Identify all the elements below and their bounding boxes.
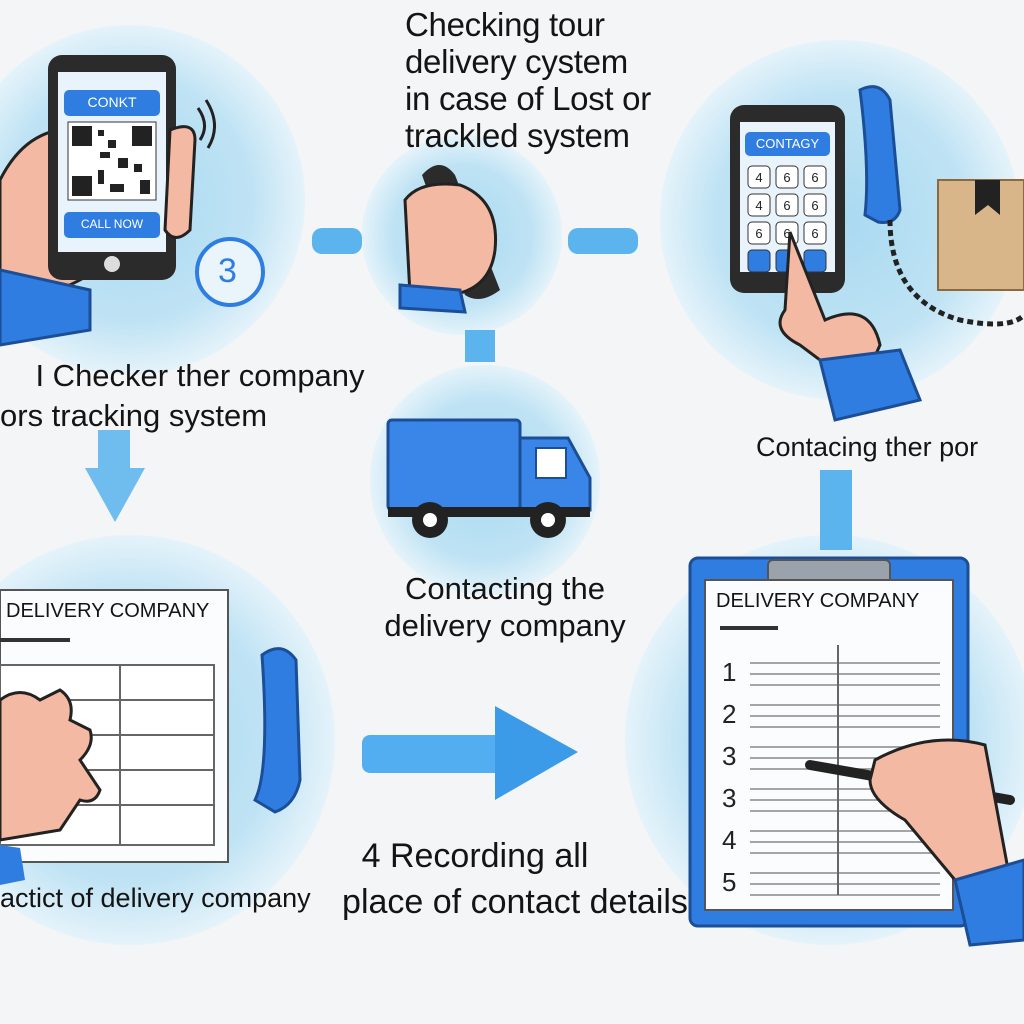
connector-center-down — [465, 330, 495, 362]
package-box-icon — [938, 180, 1024, 290]
keypad-key-label: 6 — [811, 226, 818, 241]
connector-left-top — [312, 228, 362, 254]
phone-left-header — [64, 90, 160, 116]
keypad-key-label: 6 — [811, 170, 818, 185]
connector-right-down — [820, 470, 852, 550]
keypad-key-label: 6 — [755, 226, 762, 241]
phone-left-button — [64, 212, 160, 238]
form-row-number: 5 — [722, 867, 736, 897]
keypad-key-label: 6 — [783, 170, 790, 185]
step-badge-3 — [197, 239, 263, 305]
form-row-number: 2 — [722, 699, 736, 729]
keypad-key-label: 4 — [755, 198, 762, 213]
keypad-key-label: 6 — [811, 198, 818, 213]
qr-code — [68, 122, 156, 200]
phone-right-header — [745, 132, 830, 156]
form-row-number: 1 — [722, 657, 736, 687]
keypad-key-label: 4 — [755, 170, 762, 185]
arrow-right-bottom — [362, 706, 578, 800]
form-row-number: 3 — [722, 783, 736, 813]
keypad-key[interactable] — [804, 250, 826, 272]
arrow-down-left — [85, 430, 145, 522]
connector-right-top — [568, 228, 638, 254]
keypad-key[interactable] — [748, 250, 770, 272]
form-row-number: 4 — [722, 825, 736, 855]
keypad-key-label: 6 — [783, 198, 790, 213]
form-row-number: 3 — [722, 741, 736, 771]
